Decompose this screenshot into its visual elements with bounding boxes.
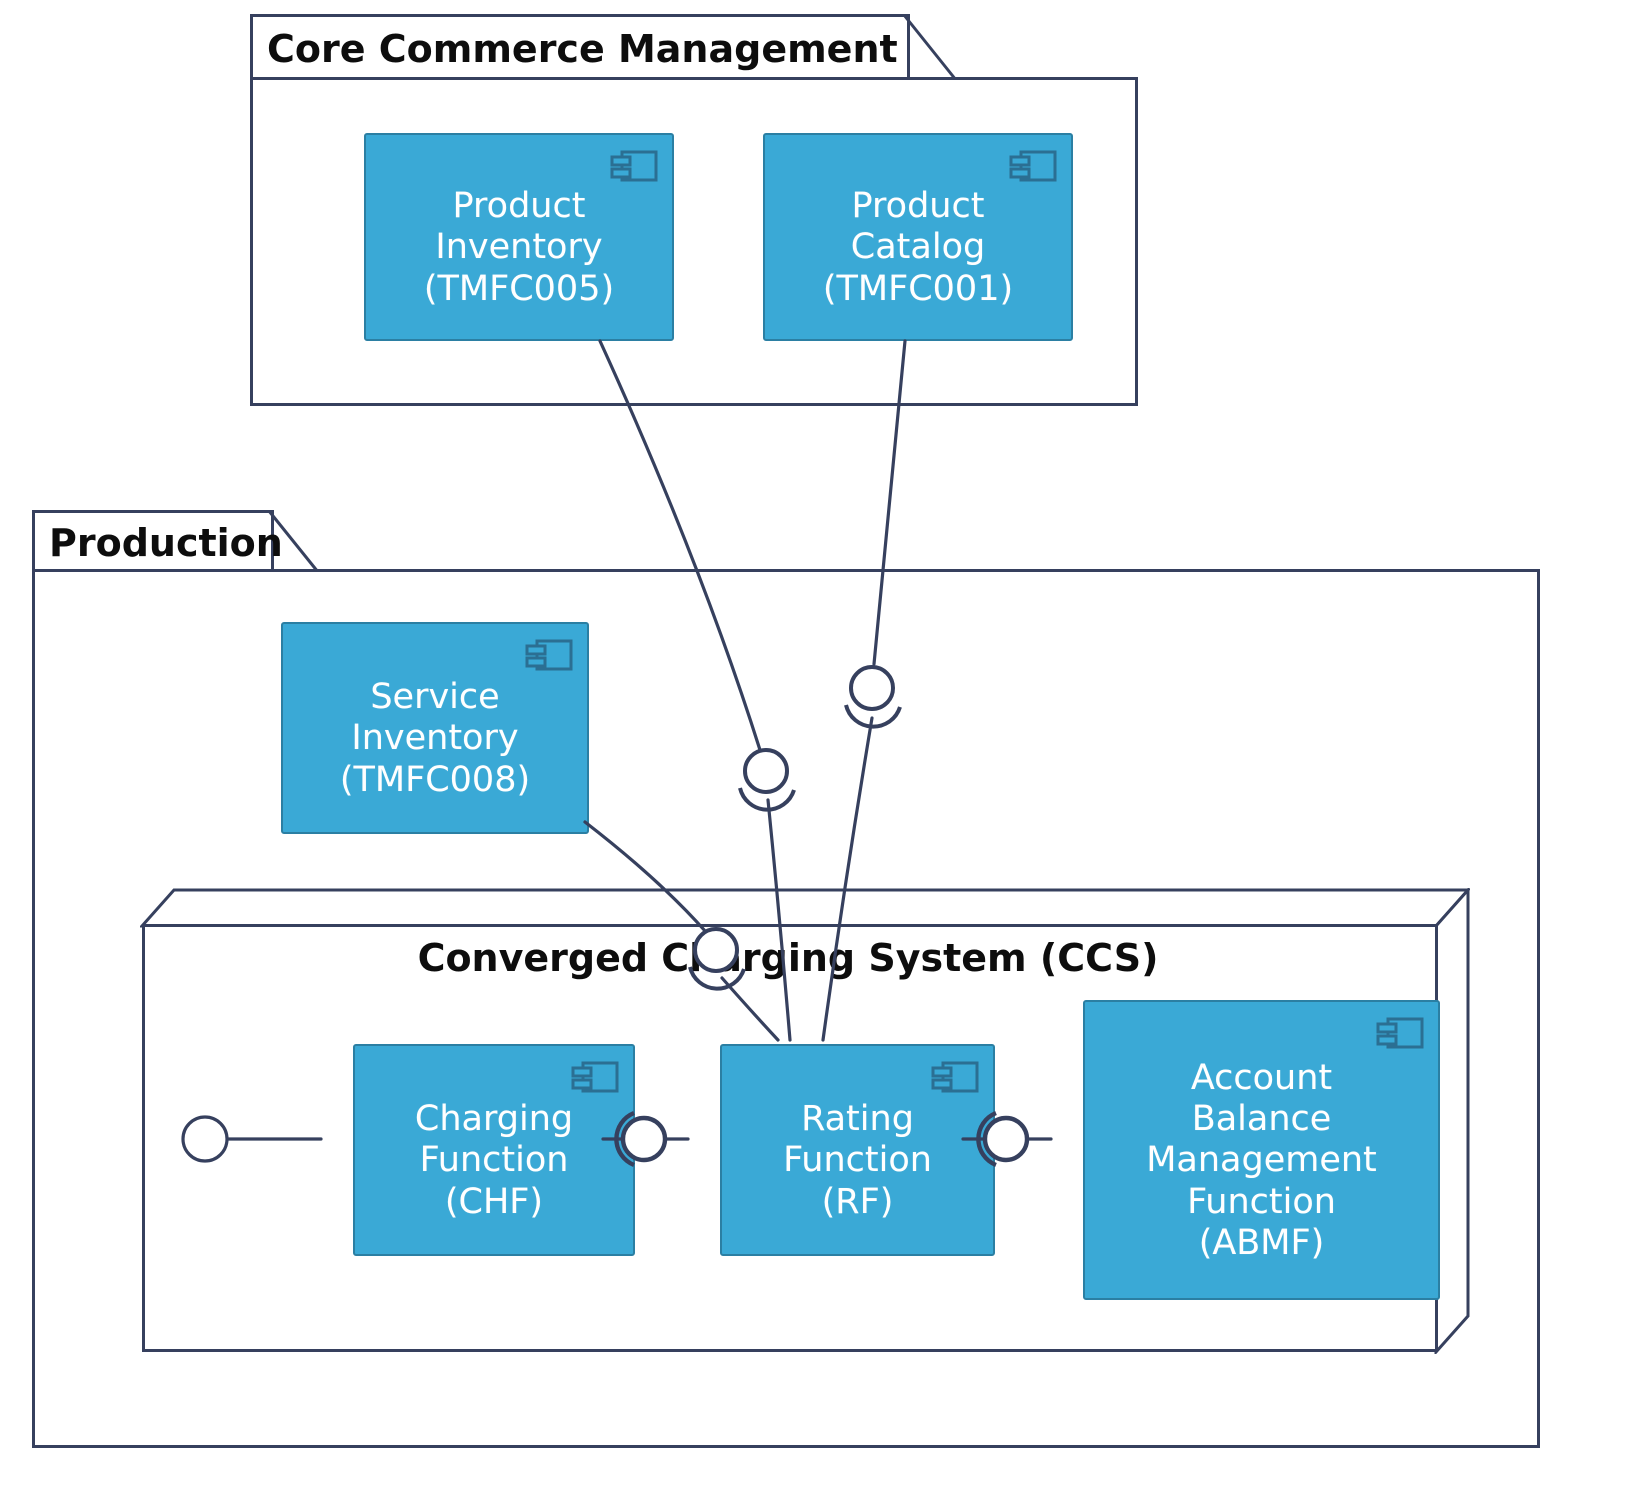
- package-tab-production: Production: [32, 510, 283, 572]
- component-product-inventory[interactable]: Product Inventory (TMFC005): [364, 133, 674, 341]
- uml-component-icon: [1376, 1017, 1424, 1049]
- package-title-production: Production: [49, 520, 283, 565]
- component-charging-function[interactable]: Charging Function (CHF): [353, 1044, 635, 1256]
- component-label-rating-function: Rating Function (RF): [783, 1099, 932, 1222]
- node-3d-top-and-side: [140, 888, 1470, 1354]
- component-label-account-balance-management-function: Account Balance Management Function (ABM…: [1146, 1057, 1377, 1263]
- package-tab-slant-core-commerce: [902, 14, 958, 81]
- component-product-catalog[interactable]: Product Catalog (TMFC001): [763, 133, 1073, 341]
- component-rating-function[interactable]: Rating Function (RF): [720, 1044, 995, 1256]
- component-label-product-inventory: Product Inventory (TMFC005): [423, 186, 615, 309]
- node-converged-charging-system: Converged Charging System (CCS) Charging…: [140, 888, 1470, 1354]
- package-title-core-commerce-management: Core Commerce Management: [267, 26, 898, 71]
- component-label-service-inventory: Service Inventory (TMFC008): [339, 677, 531, 800]
- package-production: Production Service Inventory (TMFC008): [32, 510, 1540, 1448]
- package-tab-core-commerce-management: Core Commerce Management: [250, 14, 910, 80]
- uml-component-icon: [1009, 150, 1057, 182]
- component-account-balance-management-function[interactable]: Account Balance Management Function (ABM…: [1083, 1000, 1440, 1300]
- uml-component-icon: [525, 639, 573, 671]
- component-label-product-catalog: Product Catalog (TMFC001): [822, 186, 1014, 309]
- component-label-charging-function: Charging Function (CHF): [414, 1099, 574, 1222]
- package-core-commerce-management: Core Commerce Management Product Invento…: [250, 14, 1138, 406]
- node-title-converged-charging-system: Converged Charging System (CCS): [417, 936, 1159, 980]
- uml-component-icon: [931, 1061, 979, 1093]
- uml-component-icon: [571, 1061, 619, 1093]
- component-service-inventory[interactable]: Service Inventory (TMFC008): [281, 622, 589, 834]
- uml-component-icon: [610, 150, 658, 182]
- package-tab-slant-production: [267, 510, 320, 573]
